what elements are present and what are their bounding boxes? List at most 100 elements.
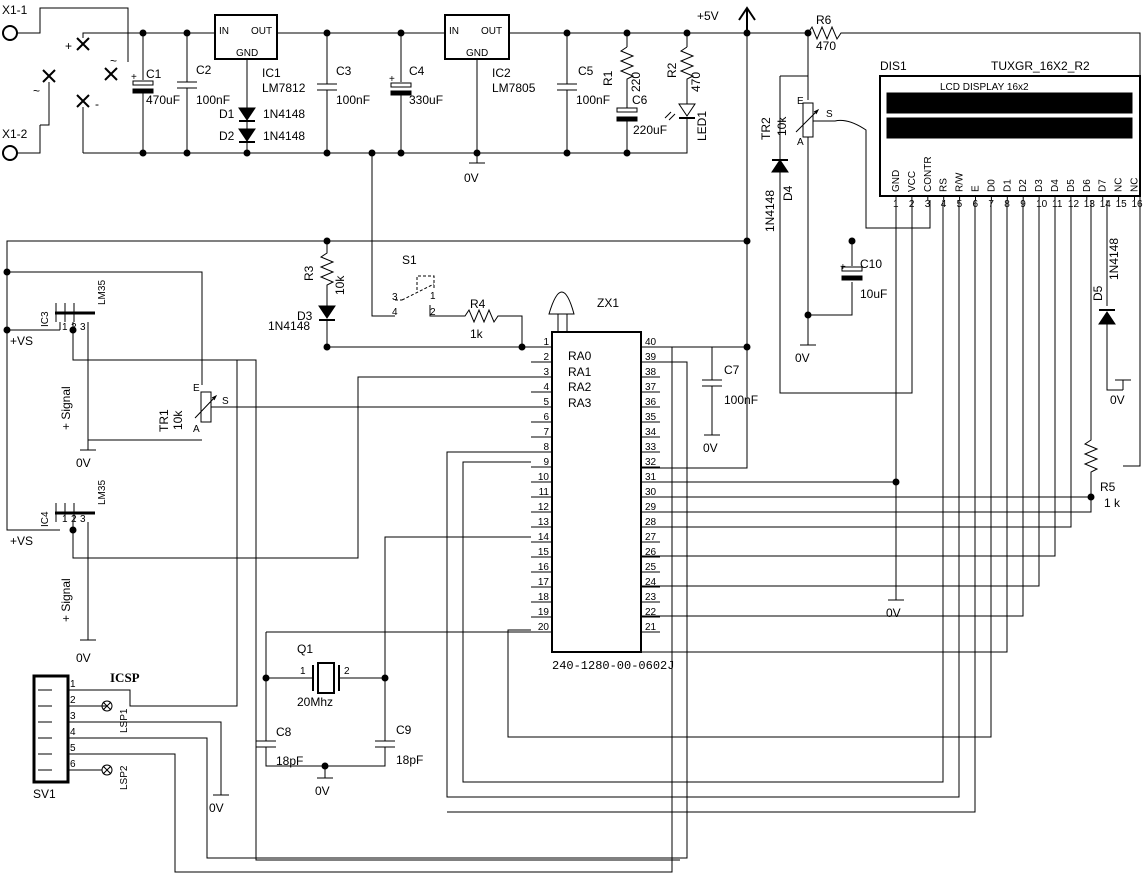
svg-text:+: +: [840, 262, 846, 273]
mcu-pin-number: 9: [543, 457, 549, 468]
lcd-pin-number: 10: [1036, 199, 1048, 210]
c1-value: 470uF: [146, 93, 180, 107]
c6-value: 220uF: [633, 123, 667, 137]
r3-value: 10k: [333, 275, 347, 295]
ic3-pin1: 1: [62, 322, 68, 333]
c4-label: C4: [409, 64, 425, 78]
junction-dot: [1087, 493, 1095, 501]
lcd-pin-name: NC: [1114, 178, 1125, 192]
d5-label: D5: [1091, 285, 1105, 301]
zx1-chip: [551, 331, 642, 653]
ic1-in: IN: [219, 26, 229, 37]
c8-value: 18pF: [276, 754, 303, 768]
q1-pin2: 2: [344, 666, 350, 677]
lcd-pin-number: 15: [1116, 199, 1128, 210]
mcu-pin-number: 30: [645, 487, 657, 498]
c3-value: 100nF: [336, 93, 370, 107]
junction-dot: [69, 526, 77, 534]
lcd-pin-name: E: [971, 185, 982, 192]
junction-dot: [323, 29, 331, 37]
lcd-pin-name: CONTR: [923, 156, 934, 192]
bridge-tilde-right: ~: [110, 54, 117, 68]
mcu-pin-number: 10: [538, 472, 550, 483]
lcd-title: LCD DISPLAY 16x2: [940, 82, 1029, 93]
ic4-part: LM35: [97, 480, 108, 505]
ic1-part: LM7812: [262, 81, 306, 95]
d4-part: 1N4148: [763, 190, 777, 232]
c7-label: C7: [724, 363, 740, 377]
mcu-pin-number: 18: [538, 592, 550, 603]
lcd-pin-name: D1: [1002, 179, 1013, 192]
junction-dot: [623, 29, 631, 37]
lcd-pin-number: 13: [1084, 199, 1096, 210]
s1-pin3: 3: [392, 292, 398, 303]
ic3-part: LM35: [97, 280, 108, 305]
mcu-pin-number: 12: [538, 502, 550, 513]
dis1-label: DIS1: [880, 59, 907, 73]
ic4-signal-label: + Signal: [59, 578, 73, 622]
lcd-section: DIS1 TUXGR_16X2_R2 LCD DISPLAY 16x2 GND1…: [446, 33, 1143, 813]
junction-dot: [381, 674, 389, 682]
mcu-pin-number: 24: [645, 577, 657, 588]
c10-label: C10: [860, 257, 882, 271]
r4-value: 1k: [470, 327, 484, 341]
lcd-pin-number: 3: [925, 199, 931, 210]
d4-label: D4: [781, 185, 795, 201]
mcu-pin-number: 11: [539, 487, 550, 498]
mcu-pin-number: 16: [538, 562, 550, 573]
c5-label: C5: [578, 64, 594, 78]
ic1-regulator: [214, 14, 278, 60]
zx1-part: 240-1280-00-0602J: [552, 659, 674, 673]
mcu-pin-number: 37: [645, 382, 657, 393]
q1-label: Q1: [297, 642, 313, 656]
svg-text:+: +: [389, 74, 395, 85]
gnd-label-d5: 0V: [1110, 393, 1125, 407]
tr1-label: TR1: [157, 409, 171, 432]
mcu-pin-number: 4: [543, 382, 549, 393]
gnd-label-lcd: 0V: [886, 606, 901, 620]
tr1-a: A: [193, 424, 200, 435]
c7-value: 100nF: [724, 393, 758, 407]
gnd-label-ic2: 0V: [464, 171, 479, 185]
junction-dot: [139, 29, 147, 37]
mcu-pin-number: 23: [645, 592, 657, 603]
r4-label: R4: [470, 297, 486, 311]
junction-dot: [563, 149, 571, 157]
junction-dot: [183, 29, 191, 37]
ic1-label: IC1: [262, 66, 281, 80]
junctions: [3, 29, 1095, 770]
plus5v-label: +5V: [697, 9, 719, 23]
r6-value: 470: [816, 39, 836, 53]
mcu-pin-number: 34: [645, 427, 657, 438]
s1-pin1: 1: [430, 291, 436, 302]
junction-dot: [804, 311, 812, 319]
sv1-header: [32, 674, 70, 784]
junction-dot: [518, 343, 526, 351]
icsp-pin-number: 5: [70, 743, 76, 754]
d5-part: 1N4148: [1107, 238, 1121, 280]
ic4-pin1: 1: [62, 514, 68, 525]
c10-value: 10uF: [860, 287, 887, 301]
d2-part: 1N4148: [263, 129, 305, 143]
r6-label: R6: [816, 13, 832, 27]
mcu-pin-number: 39: [645, 352, 657, 363]
connector-x1-1: [2, 25, 18, 41]
tr1-e: E: [193, 383, 200, 394]
r2-value: 470: [689, 72, 703, 92]
junction-dot: [743, 29, 751, 37]
ic2-label: IC2: [492, 66, 511, 80]
r2-label: R2: [665, 62, 679, 78]
icsp-pin-number: 3: [70, 711, 76, 722]
junction-dot: [683, 29, 691, 37]
mcu-pin-number: 31: [645, 472, 657, 483]
ic4-pin3: 3: [80, 514, 86, 525]
tr2-e: E: [797, 96, 804, 107]
mcu-pin-number: 33: [645, 442, 657, 453]
lcd-pin-name: D2: [1018, 179, 1029, 192]
mcu-pin-number: 40: [645, 337, 657, 348]
lcd-pin-name: D6: [1082, 179, 1093, 192]
gnd-label-ic4: 0V: [76, 651, 91, 665]
mcu-pin-number: 5: [543, 397, 549, 408]
